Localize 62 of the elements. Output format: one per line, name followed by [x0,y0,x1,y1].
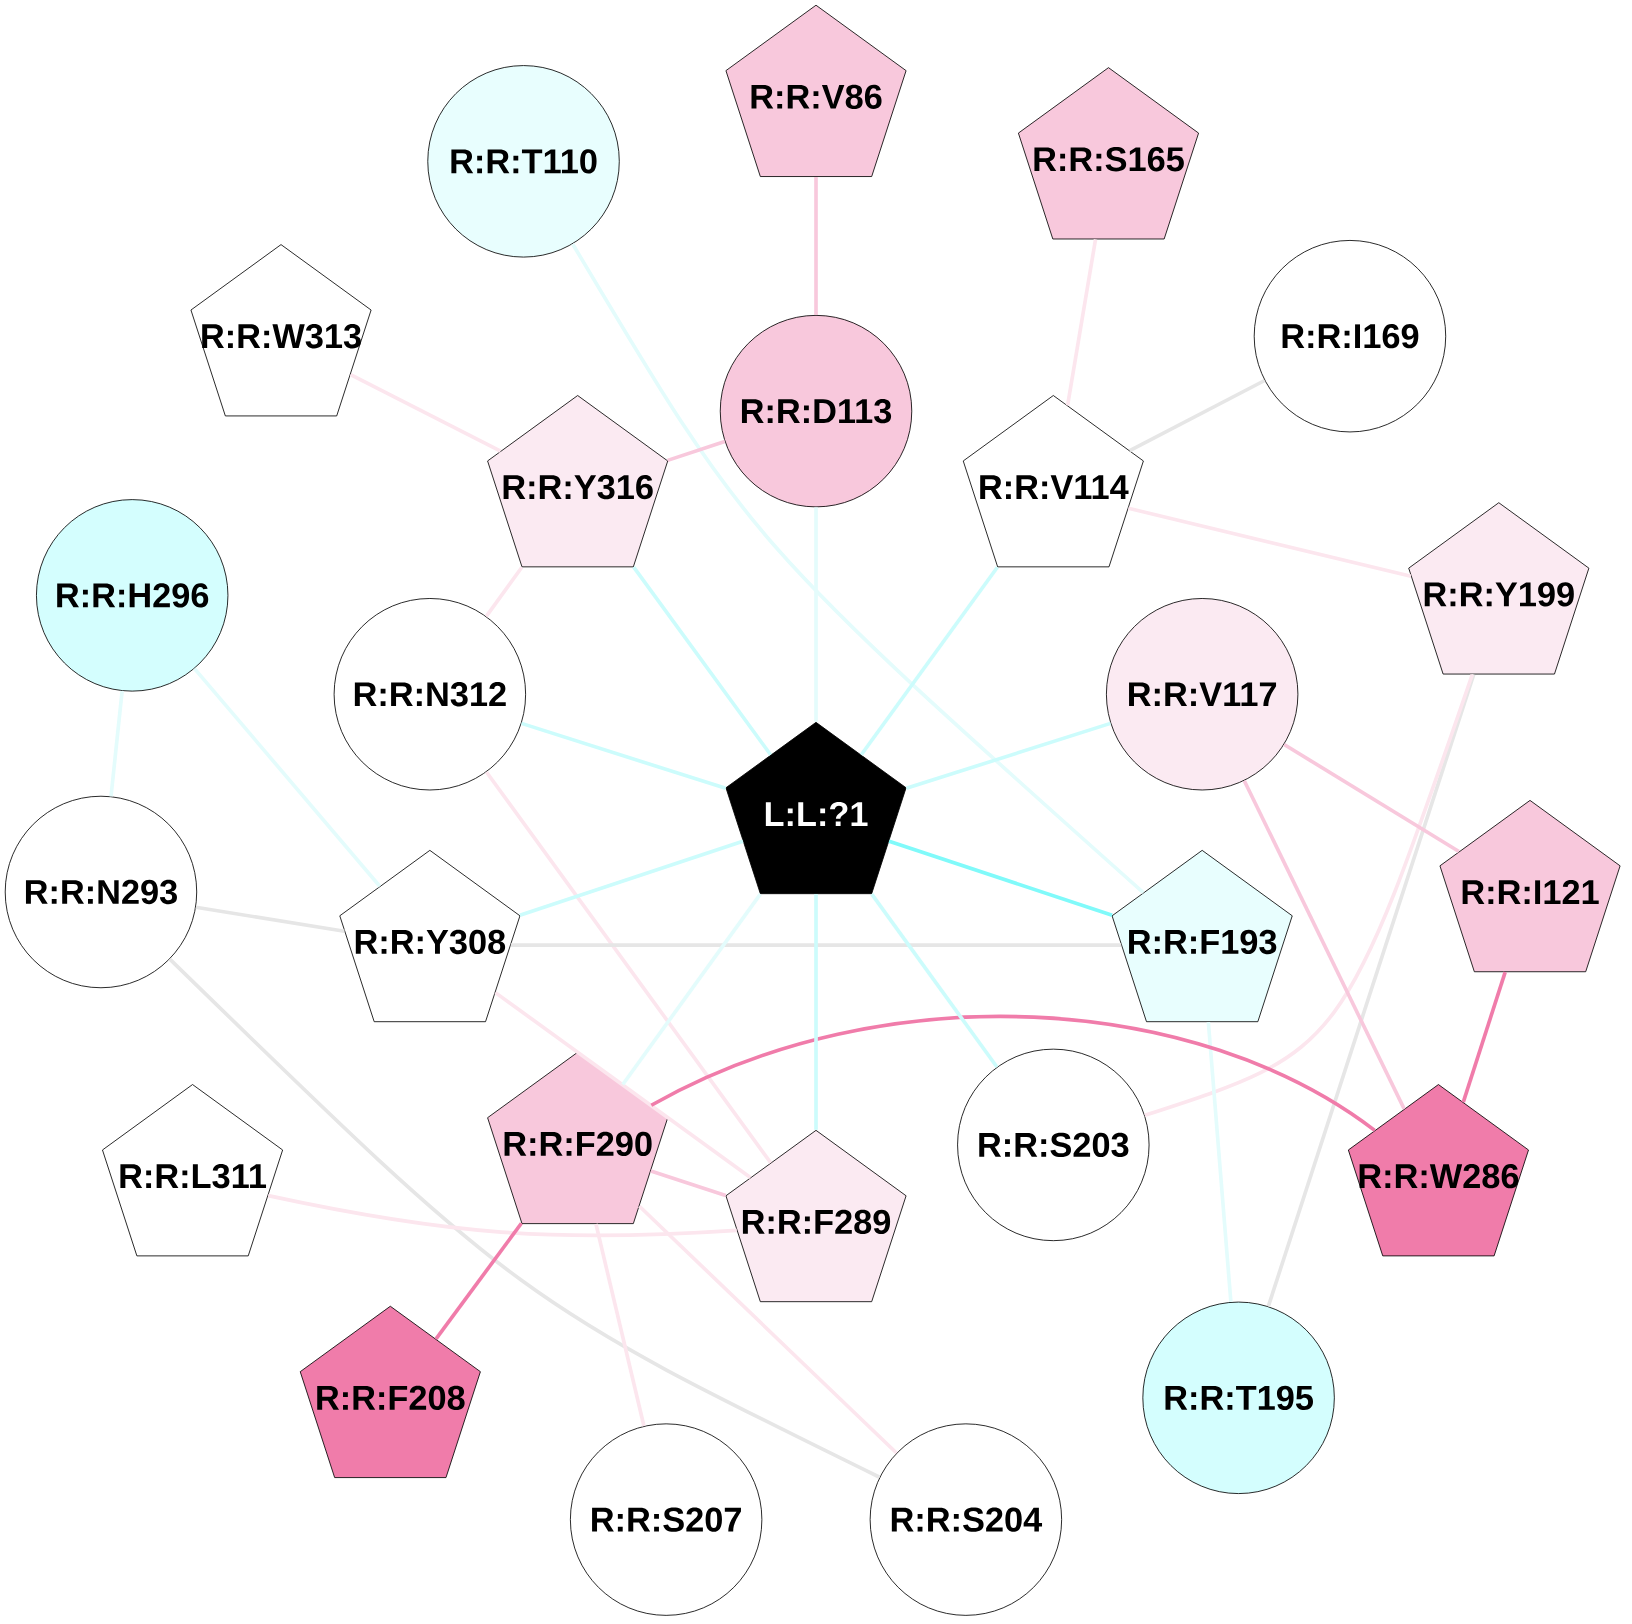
pentagon-node: R:R:Y199 [1408,502,1590,675]
connector-line [1461,971,1507,1103]
connector-line [814,177,818,316]
pentagon-node: R:R:W286 [1347,1084,1529,1257]
circle-node: R:R:V117 [1106,598,1299,791]
circle-node: R:R:I169 [1253,240,1447,433]
connector-line [1128,379,1266,453]
connector-line [1144,674,1474,1118]
circle-node: R:R:T110 [427,65,620,258]
connector-line [1065,239,1098,406]
connector-line [520,721,727,791]
connector-line [193,667,382,888]
pentagon-node: R:R:Y308 [339,850,521,1023]
pentagon-node: R:R:F289 [725,1130,907,1303]
connector-line [870,893,999,1069]
connector-line [638,1205,898,1455]
connector-line [195,905,345,934]
circle-node: R:R:H296 [36,499,229,692]
pentagon-node: R:R:F208 [299,1305,481,1479]
connector-line [632,566,773,757]
connector-line [267,1194,737,1238]
pentagon-node: R:R:W313 [190,244,372,417]
connector-line [859,566,999,756]
connector-line [434,1222,523,1341]
connector-line [484,566,524,618]
circle-node: R:R:N293 [4,795,198,989]
connector-line [519,839,744,918]
connector-line [168,958,881,1480]
connector-line [571,243,1145,895]
connector-line [1128,506,1412,579]
pentagon-node: R:R:S165 [1018,67,1199,240]
connector-line [349,373,502,453]
connector-line [905,721,1112,791]
pentagon-node: R:R:Y316 [487,395,669,568]
circle-node: R:R:S204 [869,1423,1063,1616]
connector-line [814,894,818,1130]
pentagon-node: L:L:?1 [725,722,907,895]
connector-line [667,439,726,463]
connector-line [1283,743,1460,854]
connector-line [1242,780,1406,1110]
connector-line [484,771,773,1164]
circle-node: R:R:S203 [957,1048,1150,1242]
pentagon-node: R:R:F290 [487,1052,669,1225]
circle-node: R:R:S207 [569,1423,763,1616]
pentagon-node: R:R:I121 [1439,800,1621,973]
pentagon-node: R:R:F193 [1111,850,1293,1023]
pentagon-node: R:R:L311 [102,1084,284,1257]
connector-line [888,839,1113,918]
pentagon-node: R:R:V86 [725,4,907,178]
connector-line [109,690,124,797]
circle-node: R:R:N312 [333,598,527,791]
connector-line [1266,674,1476,1308]
pentagon-node: R:R:V114 [962,395,1144,568]
connector-line [650,1015,1376,1132]
connector-line [621,893,762,1086]
connector-line [594,1223,646,1427]
connector-line [650,1169,727,1198]
circle-node: R:R:T195 [1142,1301,1335,1495]
connector-line [494,991,752,1180]
connector-line [1206,1022,1233,1303]
circle-node: R:R:D113 [719,315,913,508]
connector-line [510,943,1122,948]
